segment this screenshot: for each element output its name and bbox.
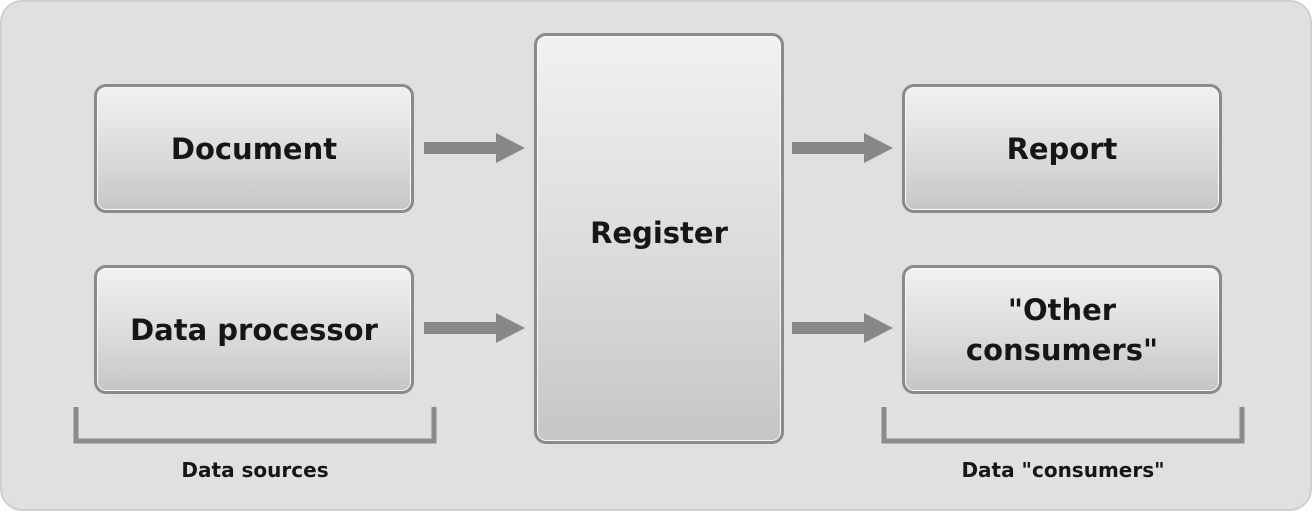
arrow-register-to-report xyxy=(792,133,893,163)
register-box: Register xyxy=(534,33,784,444)
register-label: Register xyxy=(590,215,728,250)
other-consumers-label: "Other consumers" xyxy=(966,290,1158,370)
document-box: Document xyxy=(94,84,414,213)
data-consumers-caption: Data "consumers" xyxy=(961,458,1165,482)
other-consumers-box: "Other consumers" xyxy=(902,265,1222,394)
data-processor-box: Data processor xyxy=(94,265,414,394)
arrow-register-to-other-consumers xyxy=(792,313,893,343)
other-consumers-line2: consumers" xyxy=(965,332,1159,367)
data-sources-caption: Data sources xyxy=(181,458,329,482)
bracket-data-sources xyxy=(73,407,437,444)
data-processor-label: Data processor xyxy=(130,312,378,347)
bracket-data-consumers xyxy=(881,407,1245,444)
report-box: Report xyxy=(902,84,1222,213)
arrow-processor-to-register xyxy=(424,313,525,343)
document-label: Document xyxy=(170,131,338,166)
other-consumers-line1: "Other xyxy=(1007,292,1117,327)
report-label: Report xyxy=(1006,131,1118,166)
arrow-document-to-register xyxy=(424,133,525,163)
